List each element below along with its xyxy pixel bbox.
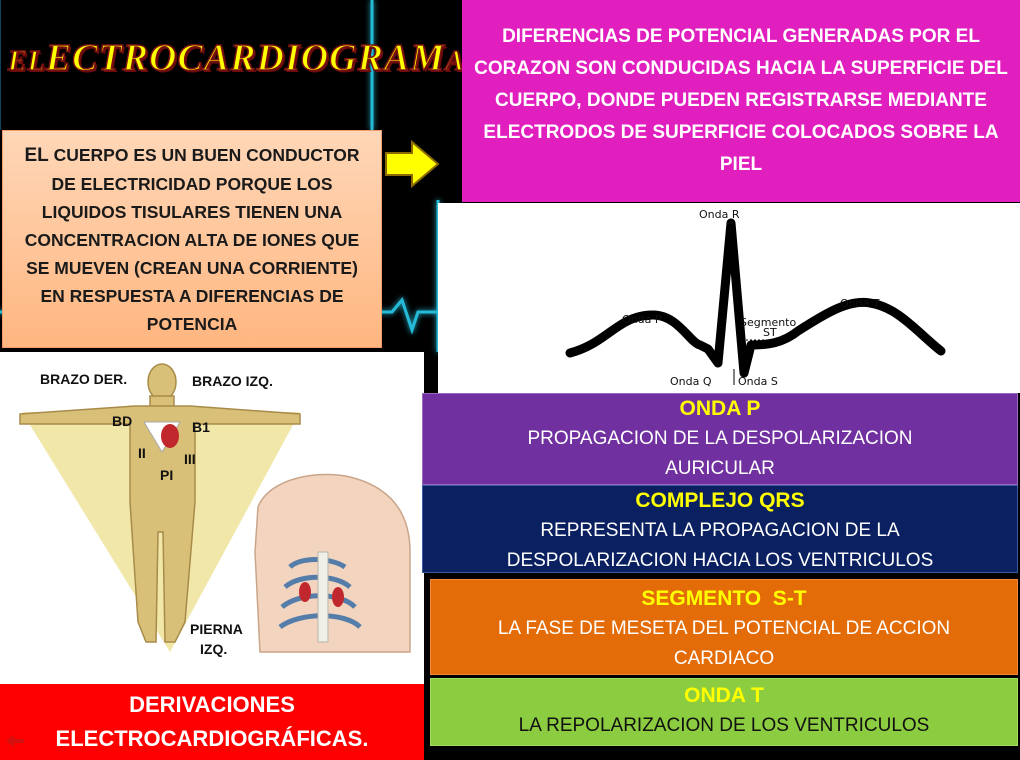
onda-p-box: ONDA P PROPAGACION DE LA DESPOLARIZACION… bbox=[422, 393, 1018, 485]
right-arrow-icon bbox=[385, 140, 440, 188]
pierna-label: PIERNA bbox=[190, 621, 243, 637]
onda-t-desc: LA REPOLARIZACION DE LOS VENTRICULOS bbox=[518, 715, 930, 736]
ii-label: II bbox=[138, 445, 146, 461]
onda-p-desc: PROPAGACION DE LA DESPOLARIZACION AURICU… bbox=[527, 428, 913, 479]
onda-p-label: Onda P bbox=[622, 313, 662, 326]
st-label: ST bbox=[763, 326, 777, 339]
segmento-st-desc: LA FASE DE MESETA DEL POTENCIAL DE ACCIO… bbox=[497, 618, 951, 669]
heart bbox=[161, 424, 179, 448]
back-arrow-icon[interactable] bbox=[6, 734, 24, 748]
onda-t-label: Onda T bbox=[840, 297, 880, 310]
brazo-izq-label: BRAZO IZQ. bbox=[192, 373, 273, 389]
onda-p-title: ONDA P bbox=[679, 397, 761, 420]
onda-q-label: Onda Q bbox=[670, 375, 712, 388]
bd-label: BD bbox=[112, 413, 132, 429]
iii-label: III bbox=[184, 451, 196, 467]
izq-label: IZQ. bbox=[200, 641, 227, 657]
ecg-trace bbox=[565, 218, 946, 378]
onda-r-label: Onda R bbox=[699, 208, 740, 221]
segmento-st-title: SEGMENTO S-T bbox=[641, 587, 807, 610]
brazo-der-label: BRAZO DER. bbox=[40, 371, 127, 387]
onda-t-title: ONDA T bbox=[684, 684, 764, 707]
complejo-qrs-desc: REPRESENTA LA PROPAGACION DE LA DESPOLAR… bbox=[506, 520, 934, 571]
onda-s-label: Onda S bbox=[738, 375, 778, 388]
page-title: ELECTROCARDIOGRAMA bbox=[7, 36, 465, 80]
human-figure bbox=[19, 363, 301, 643]
complejo-qrs-title: COMPLEJO QRS bbox=[635, 489, 805, 512]
ecg-waveform-panel: Onda R Onda P Segmento ST Onda T Onda Q … bbox=[438, 203, 1020, 393]
einthoven-body-illustration: BRAZO DER. BRAZO IZQ. BD B1 II III PI PI… bbox=[0, 352, 424, 684]
segmento-label: Segmento bbox=[740, 316, 797, 329]
pi-label: PI bbox=[160, 467, 173, 483]
complejo-qrs-box: COMPLEJO QRS REPRESENTA LA PROPAGACION D… bbox=[422, 485, 1018, 573]
b1-label: B1 bbox=[192, 419, 210, 435]
onda-t-box: ONDA T LA REPOLARIZACION DE LOS VENTRICU… bbox=[430, 678, 1018, 746]
potential-differences-box: DIFERENCIAS DE POTENCIAL GENERADAS POR E… bbox=[462, 0, 1020, 202]
body-conductor-box: EL CUERPO ES UN BUEN CONDUCTOR DE ELECTR… bbox=[2, 130, 382, 348]
segmento-st-box: SEGMENTO S-T LA FASE DE MESETA DEL POTEN… bbox=[430, 579, 1018, 675]
